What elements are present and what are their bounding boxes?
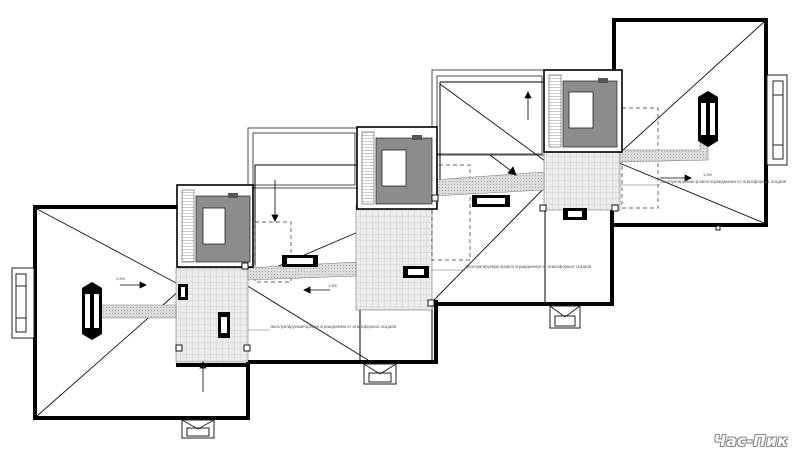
watermark-logo: Час-Пик [713,432,788,450]
roof-note-3: Эксплуатируемая кровля ограждением от ат… [660,179,787,184]
wall-section-4 [612,18,768,227]
slope-labels: 1,5% 1,5% 1,5% [116,172,713,288]
roof-note-2: Эксплуатируемая кровля ограждением от ат… [465,264,592,269]
terrace-section-2 [355,204,433,311]
terrace-section-1 [175,267,249,363]
slope-label-1: 1,5% [116,276,126,281]
slope-arrows [120,91,692,392]
shaft-1 [176,184,254,268]
wall-section-3 [436,225,614,306]
walkways [99,104,709,319]
wall-section-1 [33,205,250,420]
roof-note-1: Эксплуатируемая кровля ограждением от ат… [270,324,397,329]
columns [175,194,721,352]
slope-label-2: 1,5% [328,283,338,288]
entrance-canopies [11,74,788,439]
parapet-section-2 [247,127,361,189]
parapet-section-3 [431,69,548,156]
shaft-3 [543,69,623,153]
roof-vents [82,91,718,340]
roof-notes: Эксплуатируемая кровля ограждением от ат… [248,179,787,331]
slope-label-3: 1,5% [703,172,713,177]
shaft-2 [356,126,438,210]
terrace-section-3 [543,144,621,211]
stair-shafts [176,69,623,268]
wall-section-2 [246,300,438,365]
